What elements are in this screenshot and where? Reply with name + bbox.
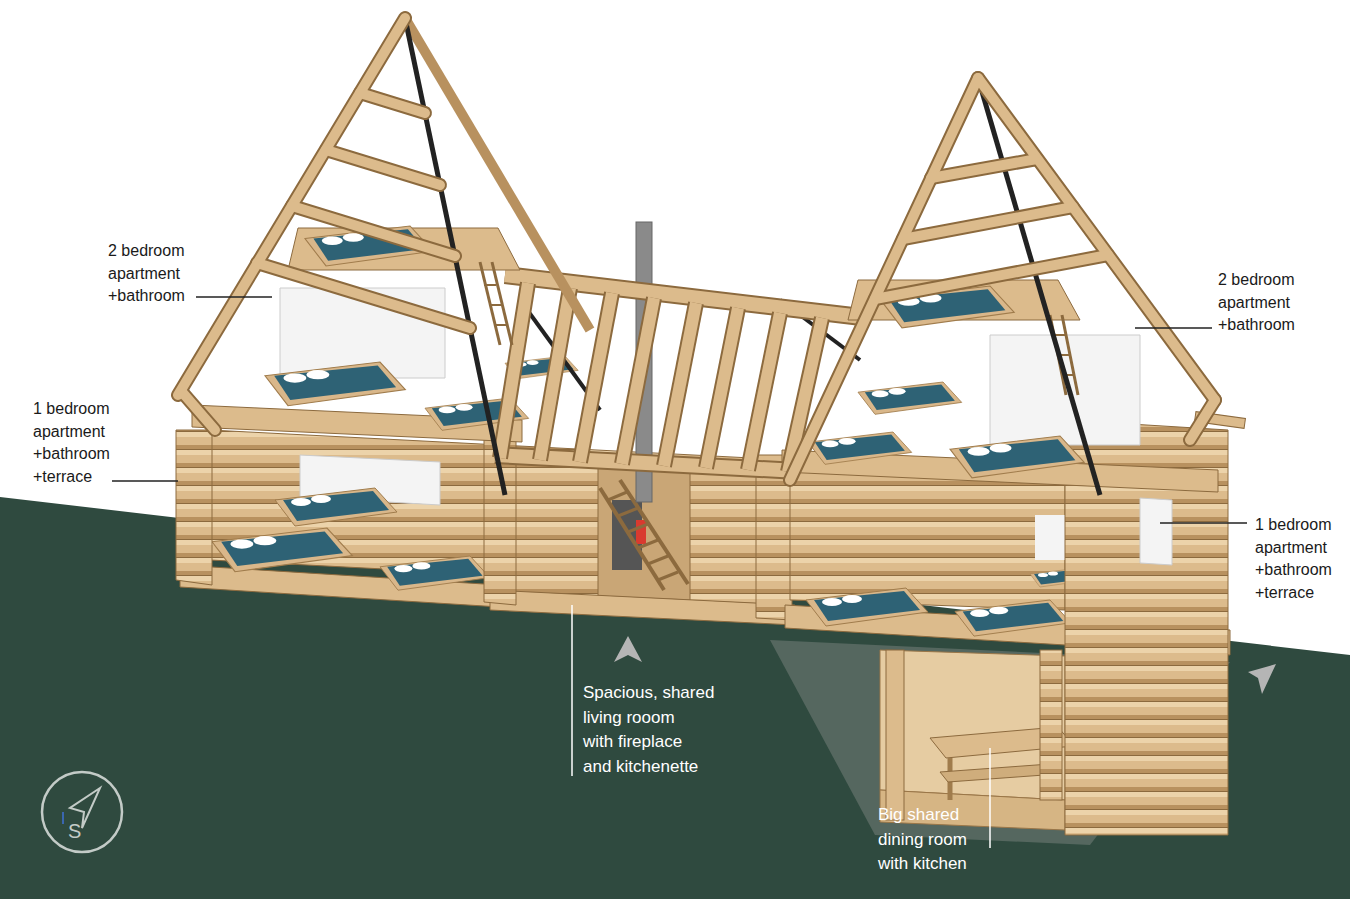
label-line: Big shared [878,803,967,828]
label-line: +bathroom [33,443,110,466]
log-wall [210,430,500,575]
view-arrow [614,636,642,662]
label-line: 1 bedroom [1255,514,1332,537]
view-arrow [1248,664,1276,694]
callout-label: Big shared dining room with kitchen [878,803,967,877]
label-line: apartment [33,421,110,444]
label-line: 2 bedroom [108,240,185,263]
callout-label: Spacious, shared living rooom with firep… [583,681,714,779]
dining-wall [880,650,1065,800]
compass [42,772,122,852]
floor [490,590,795,625]
label-line: +bathroom [1255,559,1332,582]
log-end-wall [176,430,212,585]
label-line: with kitchen [878,852,967,877]
label-line: 1 bedroom [33,398,110,421]
label-line: apartment [108,263,185,286]
label-line: 2 bedroom [1218,269,1295,292]
label-line: S [68,820,81,842]
callout-label: 1 bedroom apartment +bathroom +terrace [1255,514,1332,604]
label-line: +terrace [33,466,110,489]
label-line: +terrace [1255,582,1332,605]
label-line: +bathroom [108,285,185,308]
label-line: dining room [878,828,967,853]
callout-label: 2 bedroom apartment +bathroom [108,240,185,308]
label-line: with fireplace [583,730,714,755]
compass-letter: S [68,820,81,842]
label-line: Spacious, shared [583,681,714,706]
label-line: apartment [1255,537,1332,560]
label-line: apartment [1218,292,1295,315]
leader-lines [112,297,1247,848]
label-line: living rooom [583,706,714,731]
label-line: and kitchenette [583,755,714,780]
log-wall [790,470,1065,610]
label-line: +bathroom [1218,314,1295,337]
callout-label: 2 bedroom apartment +bathroom [1218,269,1295,337]
callout-label: 1 bedroom apartment +bathroom +terrace [33,398,110,488]
